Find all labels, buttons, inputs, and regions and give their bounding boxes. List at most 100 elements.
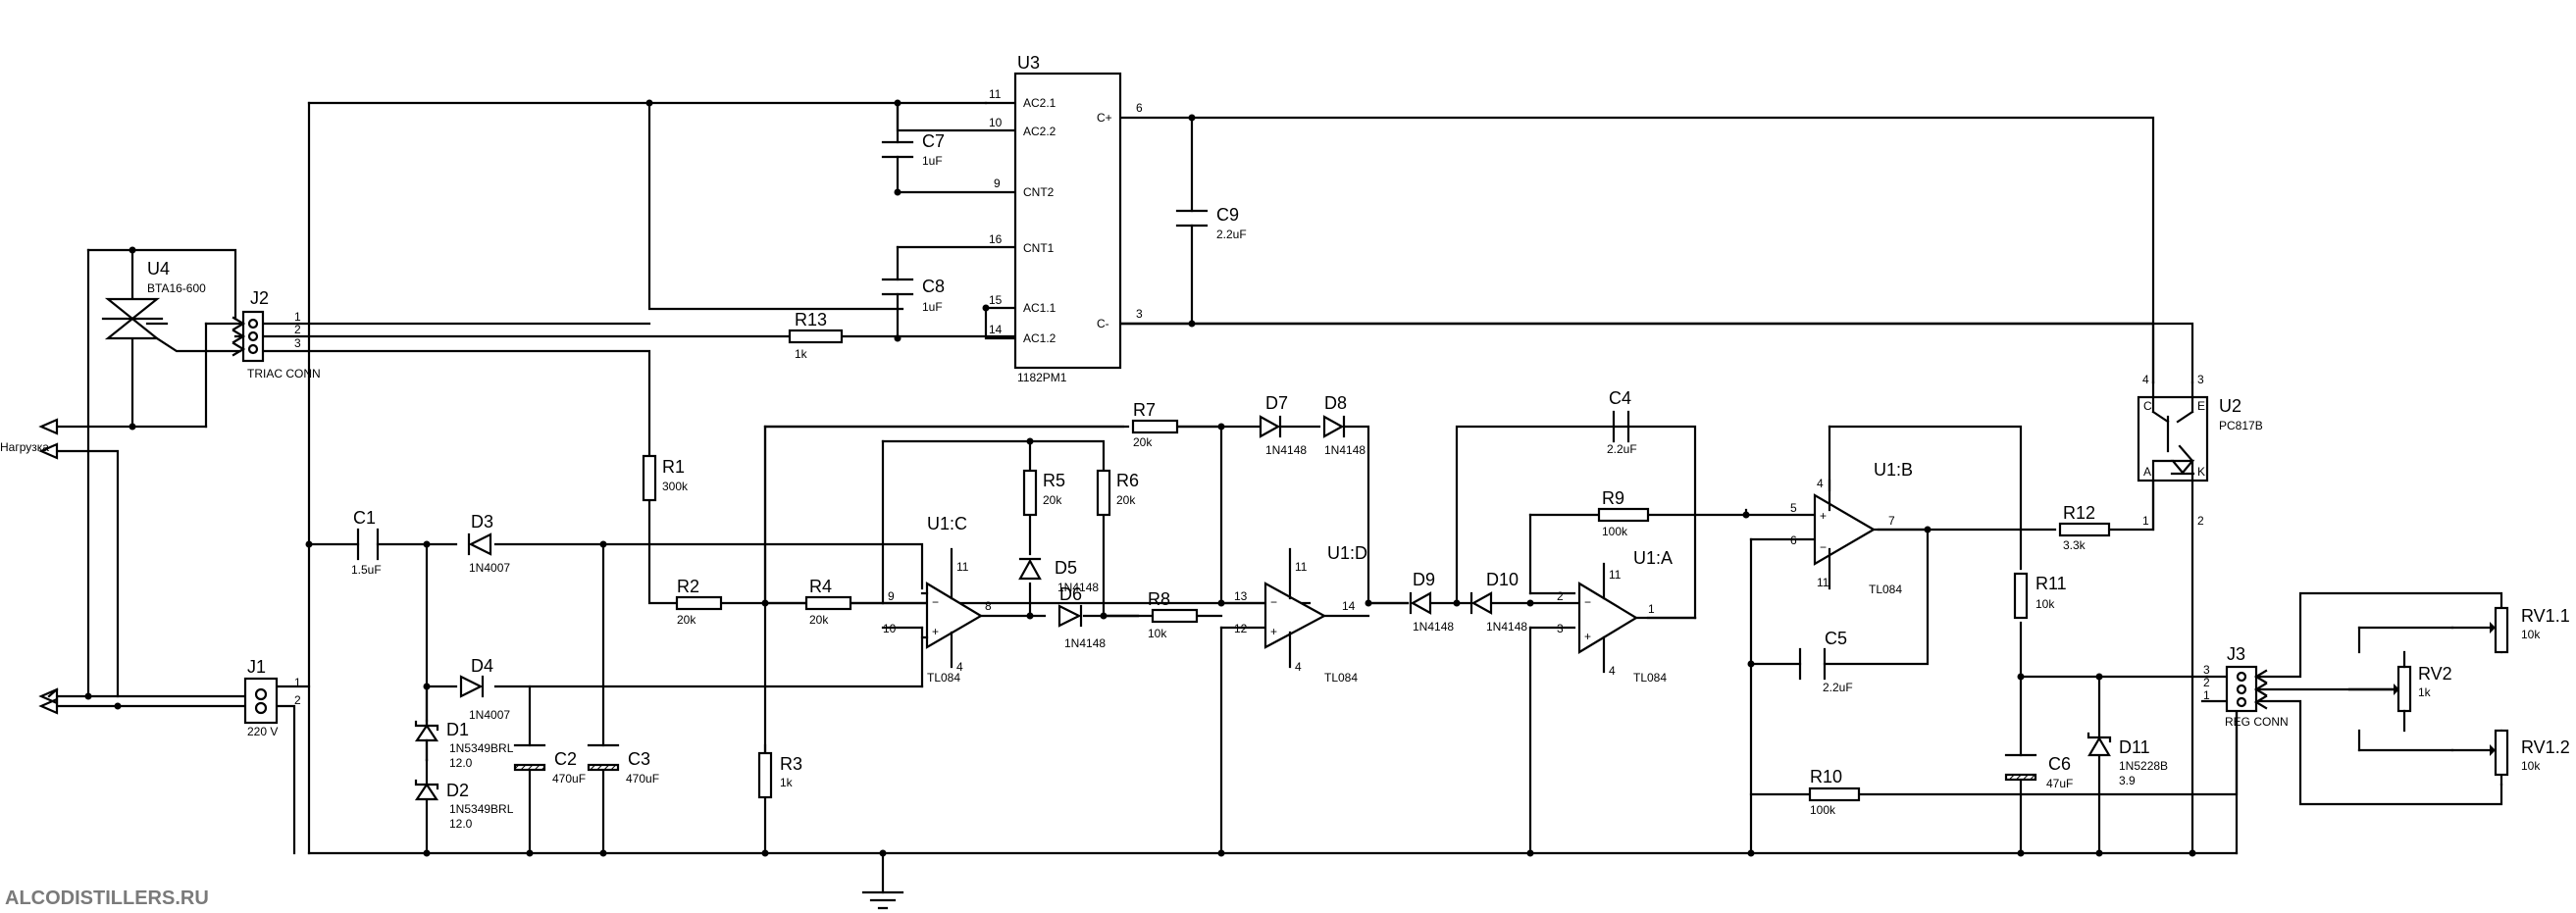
d5-diode: D5 1N4148 [1018, 557, 1099, 594]
c3-capacitor: C3 470uF [587, 743, 659, 786]
r2-value: 20k [677, 613, 696, 627]
r9-value: 100k [1602, 525, 1628, 538]
u1a-pin-4: 4 [1609, 664, 1616, 678]
c4-ref: C4 [1609, 388, 1631, 408]
c9-ref: C9 [1216, 205, 1239, 225]
u3-pin-cnt1: CNT1 [1023, 241, 1055, 255]
r12-ref: R12 [2063, 503, 2095, 523]
u3-pinnum-9: 9 [994, 177, 1001, 190]
r13-resistor: R13 1k [788, 310, 844, 361]
j3-connector: J3 REG CONN 3 2 1 [2203, 644, 2289, 729]
c5-capacitor: C5 2.2uF [1798, 629, 1853, 694]
d11-ref: D11 [2119, 737, 2150, 757]
svg-text:−: − [1584, 595, 1591, 609]
r1-ref: R1 [662, 457, 685, 477]
j2-ref: J2 [250, 288, 269, 308]
d4-diode: D4 1N4007 [459, 656, 510, 722]
d10-diode: D10 1N4148 [1469, 570, 1527, 634]
svg-text:−: − [1270, 595, 1277, 609]
watermark-text: ALCODISTILLERS.RU [5, 888, 209, 909]
d8-ref: D8 [1324, 393, 1347, 413]
u1b-ref: U1:B [1874, 460, 1913, 480]
r6-value: 20k [1116, 493, 1136, 507]
j3-value: REG CONN [2225, 715, 2289, 729]
r12-resistor: R12 3.3k [2058, 503, 2111, 552]
u3-value: 1182PM1 [1017, 371, 1067, 384]
u1d-pin-12: 12 [1234, 622, 1248, 635]
d8-diode: D8 1N4148 [1322, 393, 1365, 457]
svg-text:−: − [1820, 540, 1827, 554]
u3-pin-ac22: AC2.2 [1023, 125, 1056, 138]
d1-value: 1N5349BRL [449, 741, 514, 755]
j3-pin-3: 3 [2203, 663, 2210, 677]
r9-ref: R9 [1602, 488, 1624, 508]
u1c-pin-4: 4 [956, 660, 963, 674]
c7-capacitor: C7 1uF [881, 131, 945, 168]
u1d-pin-14: 14 [1342, 599, 1356, 613]
u3-pin-ac11: AC1.1 [1023, 301, 1056, 315]
d3-ref: D3 [471, 512, 493, 532]
j3-pin-1: 1 [2203, 688, 2210, 702]
u1c-pin-11: 11 [956, 560, 969, 574]
d9-value: 1N4148 [1413, 620, 1454, 634]
u1c-pin-8: 8 [985, 599, 992, 613]
u1d-pin-11: 11 [1295, 560, 1308, 574]
u1b-pin-7: 7 [1888, 514, 1895, 528]
u3-1182pm1: U3 1182PM1 AC2.1 AC2.2 CNT2 CNT1 AC1.1 A… [989, 53, 1143, 384]
u2-pinnum-1: 1 [2142, 514, 2149, 528]
load-net-label: Нагрузка [0, 440, 49, 454]
u1a-ref: U1:A [1633, 548, 1673, 568]
j3-pin-2: 2 [2203, 676, 2210, 689]
u1c-opamp: − + U1:C TL084 9 10 8 11 4 [883, 514, 992, 685]
r8-ref: R8 [1148, 589, 1170, 609]
u1b-pin-4: 4 [1817, 477, 1824, 490]
c7-ref: C7 [922, 131, 945, 151]
r8-value: 10k [1148, 627, 1167, 640]
u1a-pin-1: 1 [1648, 602, 1655, 616]
d7-diode: D7 1N4148 [1259, 393, 1307, 457]
c4-capacitor: C4 2.2uF [1607, 388, 1637, 456]
r2-resistor: R2 20k [675, 577, 723, 627]
d10-value: 1N4148 [1486, 620, 1527, 634]
d6-value: 1N4148 [1064, 636, 1106, 650]
d9-ref: D9 [1413, 570, 1435, 589]
u4-ref: U4 [147, 259, 170, 279]
c1-capacitor: C1 1.5uF [351, 508, 382, 577]
u3-pinnum-15: 15 [989, 293, 1003, 307]
u1b-pin-11: 11 [1817, 576, 1829, 589]
u3-pin-cnt2: CNT2 [1023, 185, 1055, 199]
r8-resistor: R8 10k [1148, 589, 1199, 640]
j1-ref: J1 [247, 657, 266, 677]
u1d-opamp: − + U1:D TL084 13 12 14 11 4 [1234, 543, 1370, 685]
rv1-2-ref: RV1.2 [2521, 737, 2570, 757]
d9-diode: D9 1N4148 [1409, 570, 1454, 634]
u1c-value: TL084 [927, 671, 960, 685]
u1d-value: TL084 [1324, 671, 1358, 685]
d1-ref: D1 [446, 720, 469, 739]
u2-pinnum-3: 3 [2197, 373, 2204, 386]
u2-pin-a: A [2143, 465, 2151, 479]
u1a-pin-11: 11 [1609, 568, 1622, 582]
u1c-pin-10: 10 [883, 622, 897, 635]
c5-ref: C5 [1825, 629, 1847, 648]
d5-ref: D5 [1055, 558, 1077, 578]
d7-value: 1N4148 [1265, 443, 1307, 457]
u1a-value: TL084 [1633, 671, 1667, 685]
d1-value2: 12.0 [449, 756, 473, 770]
d2-value: 1N5349BRL [449, 802, 514, 816]
svg-text:+: + [1820, 509, 1827, 523]
d4-ref: D4 [471, 656, 493, 676]
d3-diode: D3 1N4007 [467, 512, 510, 575]
c8-value: 1uF [922, 300, 943, 314]
u3-pinnum-6: 6 [1136, 101, 1143, 115]
c6-value: 47uF [2046, 777, 2073, 790]
ground-symbol [861, 890, 904, 910]
r5-value: 20k [1043, 493, 1062, 507]
u1c-ref: U1:C [927, 514, 967, 533]
u3-pin-cp: C+ [1097, 111, 1112, 125]
r4-value: 20k [809, 613, 829, 627]
j3-ref: J3 [2227, 644, 2245, 664]
u1a-pin-3: 3 [1557, 622, 1564, 635]
c9-value: 2.2uF [1216, 228, 1247, 241]
